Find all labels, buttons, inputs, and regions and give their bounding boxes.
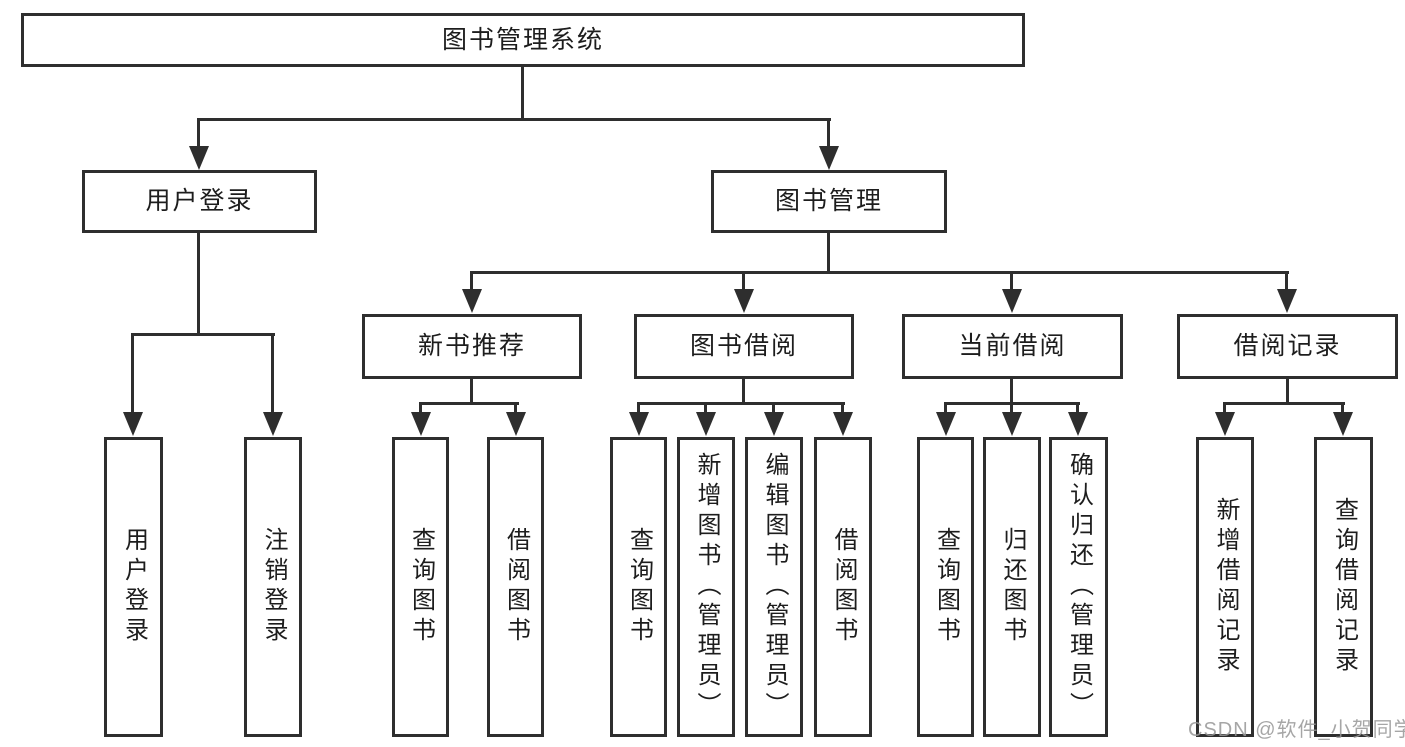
connector-line (742, 379, 745, 404)
connector-line (1223, 402, 1345, 405)
connector-line (521, 66, 524, 121)
node-leaf-add-borrow-record: 新增借阅记录 (1196, 437, 1254, 737)
connector-line (197, 118, 200, 153)
node-leaf-borrow-books-1-label: 借阅图书 (502, 527, 530, 647)
connector-line (470, 271, 1289, 274)
arrowhead-down-icon (462, 289, 482, 313)
node-leaf-query-borrow-record: 查询借阅记录 (1314, 437, 1373, 737)
connector-line (1010, 402, 1013, 420)
node-book-management: 图书管理 (711, 170, 947, 233)
node-leaf-add-borrow-record-label: 新增借阅记录 (1212, 497, 1239, 677)
node-leaf-add-book-admin: 新增图书（管理员） (677, 437, 735, 737)
watermark: CSDN @软件_小贺同学 (1188, 719, 1405, 741)
arrowhead-down-icon (1277, 289, 1297, 313)
arrowhead-down-icon (506, 412, 526, 436)
connector-line (841, 402, 844, 420)
node-leaf-query-books-1-label: 查询图书 (407, 527, 435, 647)
connector-line (1223, 402, 1226, 420)
node-leaf-confirm-return-admin: 确认归还（管理员） (1049, 437, 1108, 737)
connector-line (419, 402, 422, 420)
node-leaf-return-book-label: 归还图书 (999, 527, 1026, 647)
node-leaf-edit-book-admin-label: 编辑图书（管理员） (761, 452, 788, 722)
connector-line (197, 233, 200, 336)
connector-line (827, 118, 830, 153)
connector-line (1010, 271, 1013, 295)
node-new-book-recommend-label: 新书推荐 (417, 332, 526, 360)
arrowhead-down-icon (764, 412, 784, 436)
connector-line (1010, 379, 1013, 404)
arrowhead-down-icon (123, 412, 143, 436)
node-leaf-borrow-books-2: 借阅图书 (814, 437, 872, 737)
node-leaf-query-borrow-record-label: 查询借阅记录 (1330, 497, 1358, 677)
arrowhead-down-icon (629, 412, 649, 436)
node-leaf-query-books-1: 查询图书 (392, 437, 449, 737)
node-new-book-recommend: 新书推荐 (362, 314, 582, 379)
node-leaf-query-books-2: 查询图书 (610, 437, 667, 737)
connector-line (470, 271, 473, 295)
connector-line (637, 402, 640, 420)
connector-line (131, 333, 275, 336)
node-book-borrowing-label: 图书借阅 (689, 332, 798, 360)
node-user-login-label: 用户登录 (145, 187, 254, 215)
node-current-borrowing-label: 当前借阅 (958, 332, 1067, 360)
connector-line (514, 402, 517, 420)
connector-line (470, 379, 473, 404)
connector-line (742, 271, 745, 295)
connector-line (827, 233, 830, 273)
arrowhead-down-icon (1068, 412, 1088, 436)
connector-line (704, 402, 707, 420)
connector-line (131, 333, 134, 418)
node-user-login: 用户登录 (82, 170, 317, 233)
arrowhead-down-icon (1333, 412, 1353, 436)
arrowhead-down-icon (189, 146, 209, 170)
connector-line (637, 402, 845, 405)
connector-line (1286, 379, 1289, 404)
connector-line (1341, 402, 1344, 420)
connector-line (1076, 402, 1079, 420)
connector-line (419, 402, 519, 405)
node-current-borrowing: 当前借阅 (902, 314, 1123, 379)
node-leaf-user-login-label: 用户登录 (120, 527, 148, 647)
node-book-management-label: 图书管理 (774, 187, 883, 215)
connector-line (271, 333, 274, 418)
node-leaf-query-books-2-label: 查询图书 (625, 527, 653, 647)
arrowhead-down-icon (696, 412, 716, 436)
node-root-label: 图书管理系统 (441, 25, 604, 54)
node-leaf-edit-book-admin: 编辑图书（管理员） (745, 437, 803, 737)
node-leaf-logout-label: 注销登录 (260, 527, 287, 647)
arrowhead-down-icon (833, 412, 853, 436)
arrowhead-down-icon (734, 289, 754, 313)
node-borrowing-records: 借阅记录 (1177, 314, 1398, 379)
node-leaf-query-books-3: 查询图书 (917, 437, 974, 737)
node-leaf-borrow-books-1: 借阅图书 (487, 437, 544, 737)
node-leaf-confirm-return-admin-label: 确认归还（管理员） (1065, 452, 1093, 722)
node-leaf-user-login: 用户登录 (104, 437, 163, 737)
arrowhead-down-icon (1215, 412, 1235, 436)
arrowhead-down-icon (819, 146, 839, 170)
node-book-borrowing: 图书借阅 (634, 314, 854, 379)
connector-line (944, 402, 947, 420)
node-leaf-logout: 注销登录 (244, 437, 302, 737)
arrowhead-down-icon (411, 412, 431, 436)
arrowhead-down-icon (936, 412, 956, 436)
node-leaf-query-books-3-label: 查询图书 (932, 527, 960, 647)
connector-line (772, 402, 775, 420)
connector-line (1285, 271, 1288, 295)
node-leaf-add-book-admin-label: 新增图书（管理员） (693, 452, 720, 722)
node-root: 图书管理系统 (21, 13, 1025, 67)
arrowhead-down-icon (1002, 412, 1022, 436)
arrowhead-down-icon (263, 412, 283, 436)
node-leaf-borrow-books-2-label: 借阅图书 (830, 527, 857, 647)
connector-line (198, 118, 831, 121)
node-borrowing-records-label: 借阅记录 (1233, 332, 1342, 360)
node-leaf-return-book: 归还图书 (983, 437, 1041, 737)
arrowhead-down-icon (1002, 289, 1022, 313)
